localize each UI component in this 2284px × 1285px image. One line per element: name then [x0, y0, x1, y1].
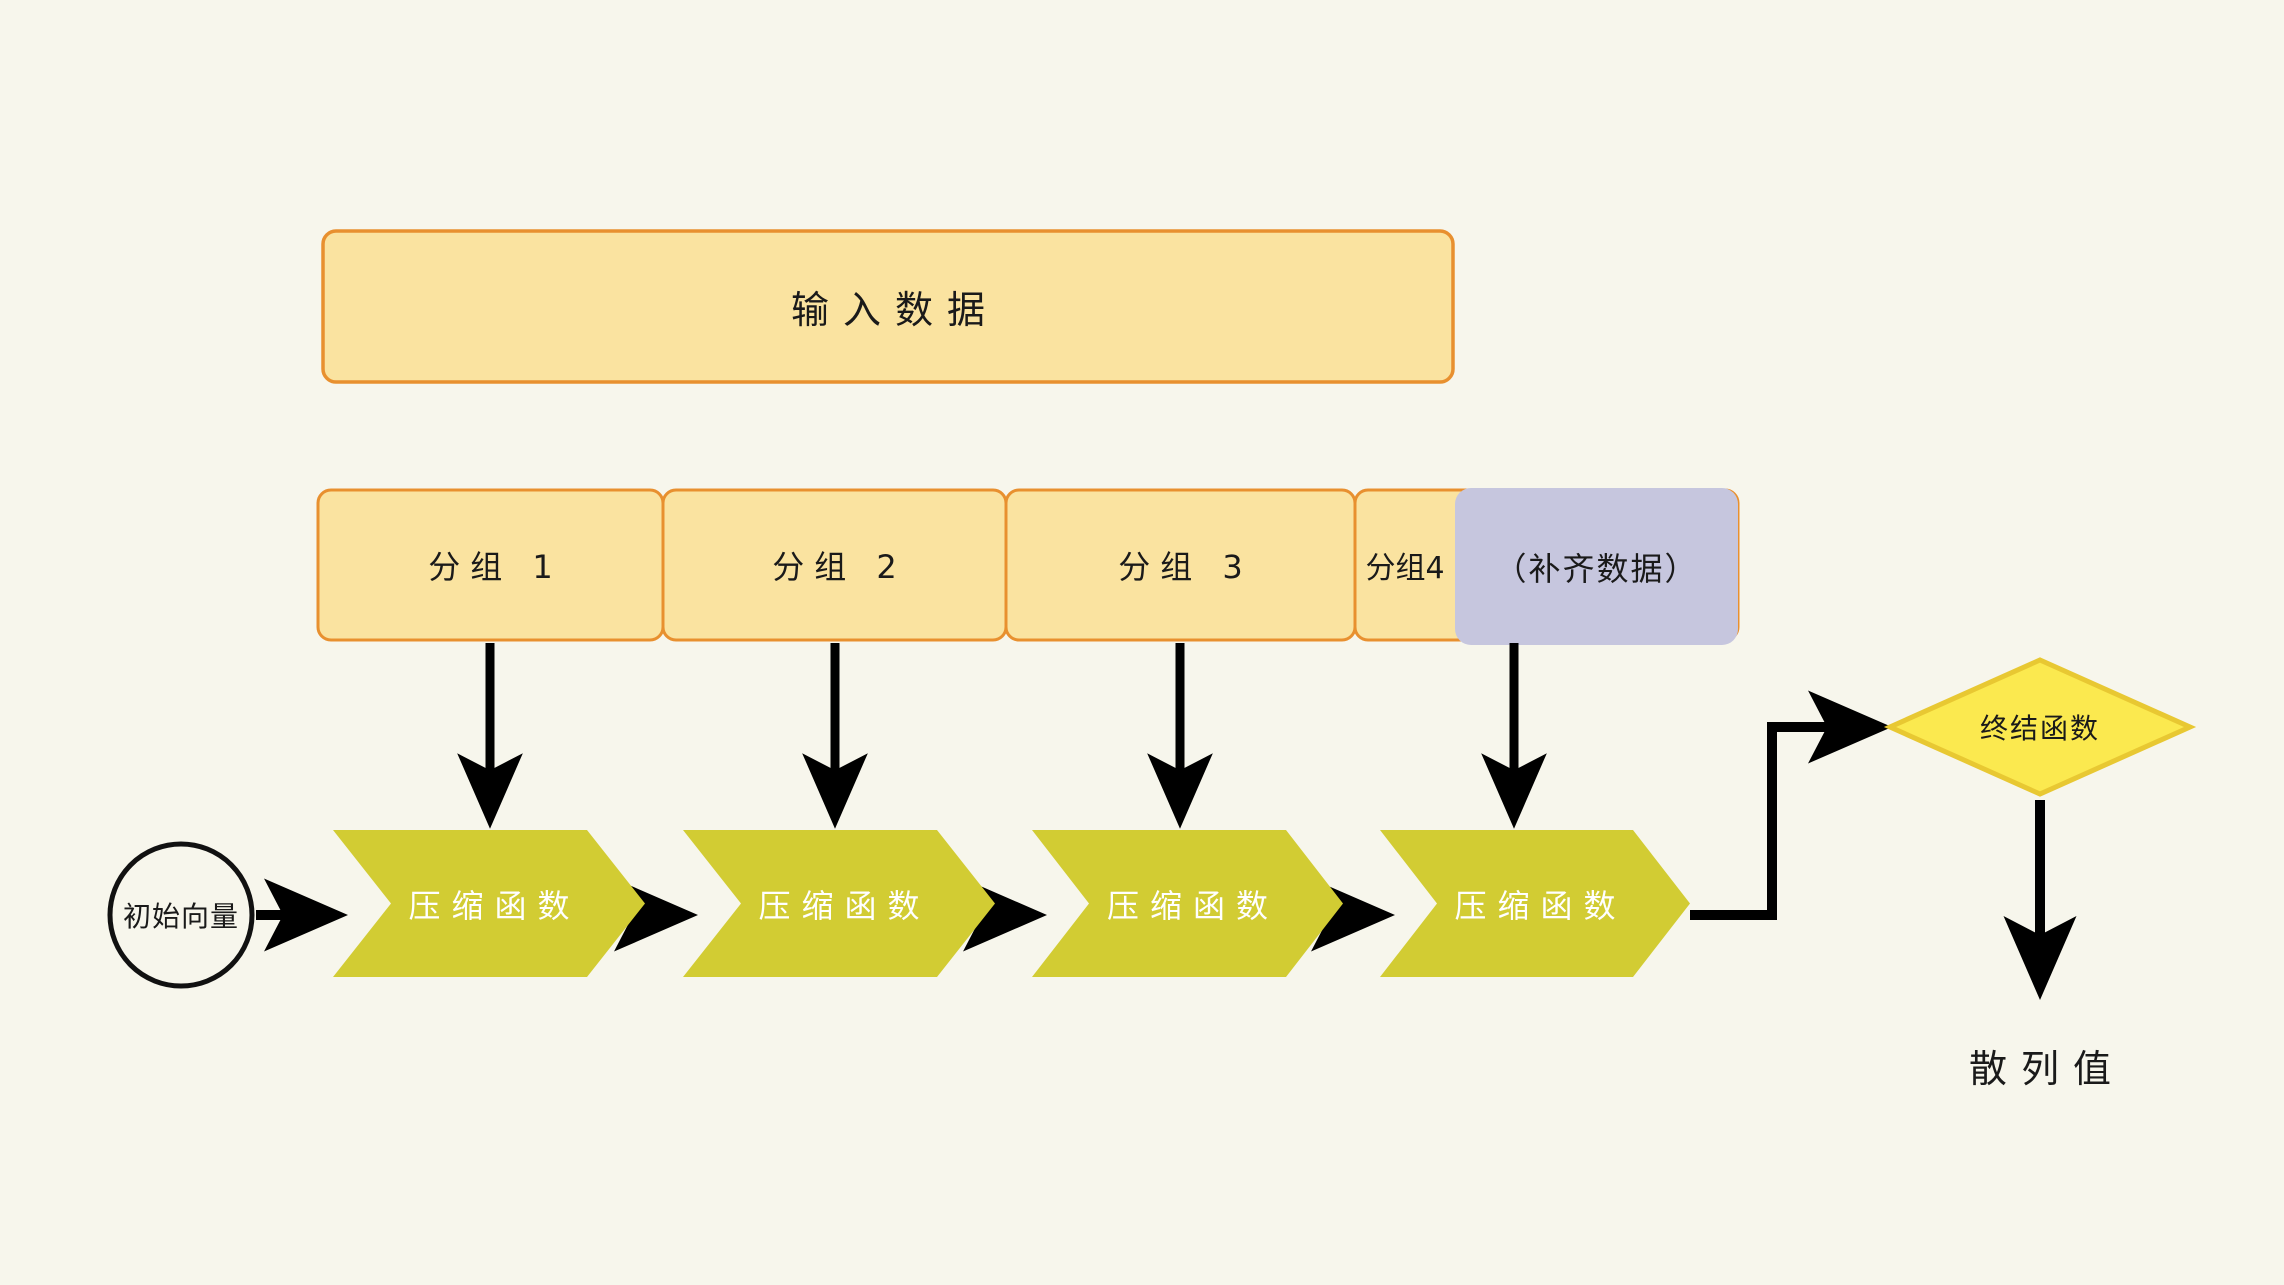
initial-vector-circle[interactable] — [107, 841, 255, 989]
input-data-block[interactable] — [321, 229, 1455, 384]
compression-chevron-2[interactable] — [683, 830, 995, 977]
group-block-2[interactable] — [661, 488, 1008, 642]
elbow-connector-to-finalization — [1690, 690, 1893, 920]
compression-chevron-3[interactable] — [1032, 830, 1343, 977]
padding-block[interactable] — [1455, 488, 1738, 645]
group-block-3[interactable] — [1004, 488, 1357, 642]
group-block-1[interactable] — [316, 488, 665, 642]
compression-chevron-1[interactable] — [333, 830, 645, 977]
compression-chevron-4[interactable] — [1380, 830, 1690, 977]
finalization-diamond[interactable] — [1883, 657, 2197, 797]
